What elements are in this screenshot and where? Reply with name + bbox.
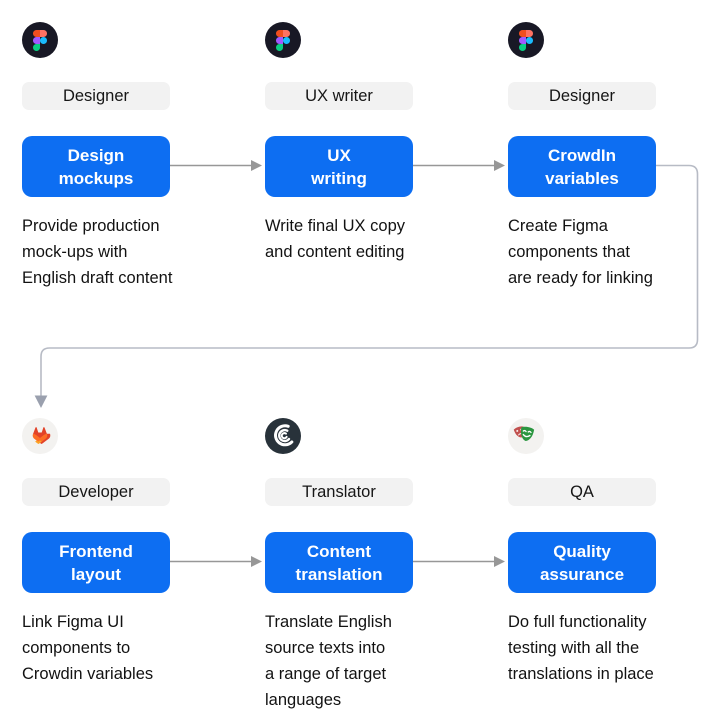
crowdin-variables-button[interactable]: CrowdIn variables — [508, 136, 656, 197]
arrow-step2-to-step3 — [413, 160, 505, 171]
role-badge: QA — [508, 478, 656, 506]
figma-icon — [508, 22, 544, 58]
role-badge: Translator — [265, 478, 413, 506]
step-description: Translate English source texts into a ra… — [265, 613, 392, 709]
step-description: Write final UX copy and content editing — [265, 217, 405, 261]
role-badge: Designer — [22, 82, 170, 110]
step-description: Create Figma components that are ready f… — [508, 217, 653, 287]
workflow-step-ux-writing: UX writer UX writing Write final UX copy… — [265, 22, 413, 265]
workflow-step-design-mockups: Designer Design mockups Provide producti… — [22, 22, 172, 291]
arrow-step1-to-step2 — [170, 160, 262, 171]
playwright-icon — [508, 418, 544, 454]
workflow-step-quality-assurance: QA Quality assurance Do full functionali… — [508, 418, 656, 687]
workflow-step-frontend-layout: Developer Frontend layout Link Figma UI … — [22, 418, 170, 687]
gitlab-icon — [22, 418, 58, 454]
figma-icon — [22, 22, 58, 58]
role-badge: UX writer — [265, 82, 413, 110]
frontend-layout-button[interactable]: Frontend layout — [22, 532, 170, 593]
role-badge: Designer — [508, 82, 656, 110]
crowdin-icon — [265, 418, 301, 454]
content-translation-button[interactable]: Content translation — [265, 532, 413, 593]
figma-icon — [265, 22, 301, 58]
step-description: Do full functionality testing with all t… — [508, 613, 654, 683]
step-description: Provide production mock-ups with English… — [22, 217, 173, 287]
arrow-step5-to-step6 — [413, 556, 505, 567]
step-description: Link Figma UI components to Crowdin vari… — [22, 613, 154, 683]
design-mockups-button[interactable]: Design mockups — [22, 136, 170, 197]
role-badge: Developer — [22, 478, 170, 506]
workflow-step-content-translation: Translator Content translation Translate… — [265, 418, 413, 713]
workflow-step-crowdin-variables: Designer CrowdIn variables Create Figma … — [508, 22, 656, 291]
quality-assurance-button[interactable]: Quality assurance — [508, 532, 656, 593]
arrow-step4-to-step5 — [170, 556, 262, 567]
ux-writing-button[interactable]: UX writing — [265, 136, 413, 197]
